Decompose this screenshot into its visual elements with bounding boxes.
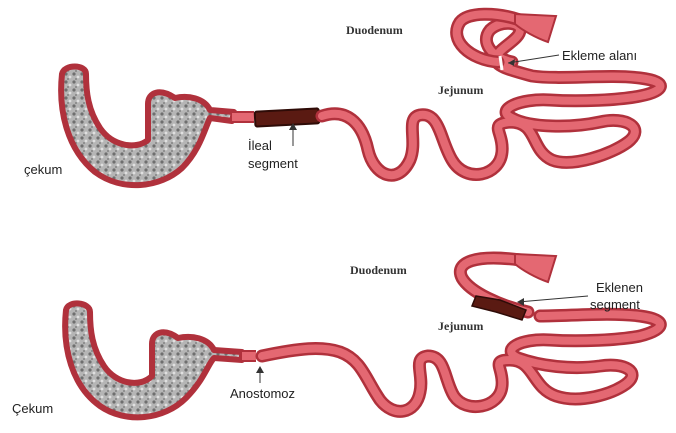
ileal-label-line1: İleal — [248, 138, 272, 153]
bottom-panel: Duodenum Jejunum Eklenen segment Anostom… — [12, 254, 660, 417]
top-panel: Duodenum Jejunum Ekleme alanı İleal segm… — [24, 14, 660, 185]
ileal-segment — [255, 108, 320, 126]
jejunum-label-top: Jejunum — [438, 83, 483, 97]
cekum-label-top: çekum — [24, 162, 62, 177]
duodenum-label-bottom: Duodenum — [350, 263, 407, 277]
jejunum-label-bottom: Jejunum — [438, 319, 483, 333]
ekleme-alani-label: Ekleme alanı — [562, 48, 637, 63]
inserted-segment — [472, 296, 526, 320]
eklenen-label-line2: segment — [590, 297, 640, 312]
anostomoz-label: Anostomoz — [230, 386, 295, 401]
eklenen-arrow — [518, 296, 588, 302]
stomach-stub-bottom — [515, 254, 556, 282]
ileal-label-line2: segment — [248, 156, 298, 171]
cekum-label-bottom: Çekum — [12, 401, 53, 416]
duodenum-label-top: Duodenum — [346, 23, 403, 37]
eklenen-label-line1: Eklenen — [596, 280, 643, 295]
cecum-bottom — [65, 303, 242, 417]
cecum-top — [61, 67, 234, 186]
ekleme-gap-marker — [500, 56, 502, 70]
